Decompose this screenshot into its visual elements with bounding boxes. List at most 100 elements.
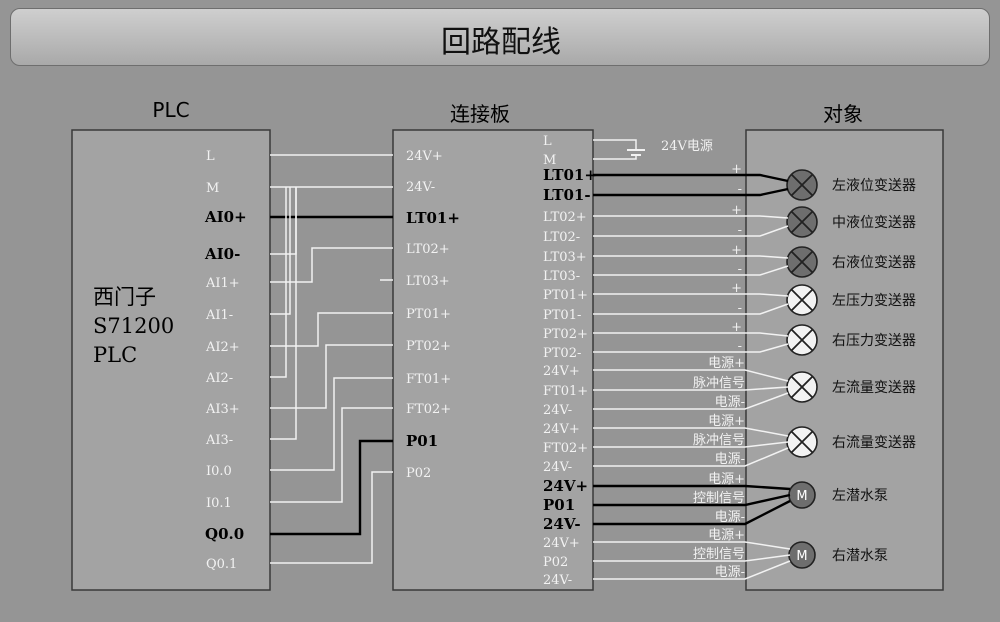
wire-device-pin [593,392,789,410]
plc-terminal-label: AI2- [205,371,233,386]
device-pin-label: 控制信号 [693,491,745,506]
device-pin-label: 电源+ [708,356,745,371]
board-right-terminal-label: LT01+ [543,166,597,184]
plc-terminal-label: L [206,149,215,164]
wire-plc-i00 [270,377,393,471]
transmitter-cross [790,328,814,352]
device-pin-label: 电源+ [708,414,745,429]
wire-plc-q00 [270,439,393,536]
title-bar: 回路配线 [10,8,990,66]
transmitter-cross [790,288,814,312]
device-pin-minus: - [738,182,742,197]
device-pin-label: 电源+ [708,528,745,543]
board-right-terminal-label: 24V+ [543,536,580,551]
plc-terminal-label: AI3+ [205,402,240,417]
plc-terminal-label: AI3- [205,433,233,448]
plc-terminal-label: Q0.1 [206,557,237,572]
board-left-terminal-label: 24V- [406,180,435,195]
board-left-terminal-label: 24V+ [406,149,443,164]
board-right-terminal-label: LT01- [543,186,591,204]
wire-device-minus [593,343,789,353]
board-right-terminal-label: 24V- [543,403,572,418]
wire-device-minus [593,187,789,197]
connection-board-box [392,129,594,591]
plc-terminal-label: I0.0 [206,464,232,479]
board-right-terminal-label: M [543,153,556,168]
board-left-terminal-label: LT02+ [406,242,450,257]
board-right-terminal-label: LT02- [543,230,580,245]
plc-terminal-label: AI2+ [205,340,240,355]
device-pin-minus: - [738,301,742,316]
wire-psu-m [593,154,637,160]
board-right-terminal-label: 24V+ [543,422,580,437]
board-right-terminal-label: 24V+ [543,477,588,495]
board-right-terminal-label: LT02+ [543,210,587,225]
transmitter-cross [790,250,814,274]
device-pin-minus: - [738,339,742,354]
board-right-terminal-label: P01 [543,496,575,514]
objects-heading: 对象 [823,102,863,126]
wire-plc-i01 [270,407,393,503]
page-title: 回路配线 [441,25,561,60]
wire-device-pin [593,554,791,562]
wire-plc-ai1 [270,247,393,283]
device-name-label: 左压力变送器 [832,293,916,309]
device-pin-label: 电源- [715,565,745,580]
wire-device-minus [593,225,789,237]
device-pin-plus: + [731,281,742,296]
objects-box [745,129,944,591]
board-left-terminal-label: FT02+ [406,402,451,417]
board-right-terminal-label: FT02+ [543,441,588,456]
device-name-label: 右潜水泵 [832,548,888,564]
wire-device-pin [593,447,789,467]
device-name-label: 左流量变送器 [832,380,916,396]
device-pin-label: 电源- [715,510,745,525]
board-right-terminal-label: P02 [543,555,568,570]
device-pin-label: 脉冲信号 [693,433,745,448]
board-right-terminal-label: 24V- [543,460,572,475]
wire-device-plus [593,293,789,297]
board-right-terminal-label: PT01- [543,308,581,323]
device-name-label: 右流量变送器 [832,435,916,451]
board-left-terminal-label: LT01+ [406,209,460,227]
wire-plc-ai3 [270,344,393,409]
board-right-terminal-label: 24V- [543,515,581,533]
board-right-terminal-label: PT02- [543,346,581,361]
plc-model-line: PLC [93,343,137,367]
plc-terminal-label: AI1+ [205,276,240,291]
device-pin-minus: - [738,262,742,277]
device-pin-label: 电源+ [708,472,745,487]
device-pin-minus: - [738,223,742,238]
wire-device-pin [593,427,789,437]
device-pin-label: 电源- [715,395,745,410]
board-heading: 连接板 [450,102,510,126]
wire-device-pin [593,369,789,382]
board-left-terminal-label: FT01+ [406,372,451,387]
board-left-terminal-label: PT02+ [406,339,451,354]
wire-plc-q01 [270,471,393,564]
wire-device-pin [593,541,791,550]
wire-device-plus [593,173,789,183]
board-right-terminal-label: 24V- [543,573,572,588]
plc-terminal-label: AI0+ [204,208,247,226]
plc-terminal-label: Q0.0 [205,525,244,543]
board-left-terminal-label: PT01+ [406,307,451,322]
transmitter-cross [790,173,814,197]
wire-plc-ai1-minus [270,187,291,315]
device-name-label: 右液位变送器 [832,255,916,271]
wire-device-pin [593,499,791,526]
wire-device-pin [593,386,789,391]
board-right-terminal-label: L [543,134,552,149]
plc-model-line: 西门子 [93,285,156,309]
transmitter-cross [790,430,814,454]
device-pin-plus: + [731,243,742,258]
board-right-terminal-label: PT02+ [543,327,588,342]
plc-model-line: S71200 [93,314,174,338]
board-right-terminal-label: LT03- [543,269,580,284]
plc-box [71,129,271,591]
wire-device-pin [593,560,791,580]
board-right-terminal-label: LT03+ [543,250,587,265]
board-right-terminal-label: 24V+ [543,364,580,379]
wire-plc-ai3-minus [270,187,297,440]
